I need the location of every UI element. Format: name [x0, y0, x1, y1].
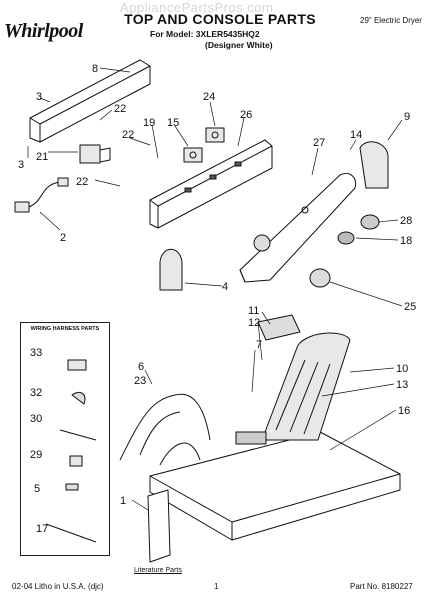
- callout-number: 29: [30, 449, 42, 461]
- callout-number: 11: [248, 305, 259, 317]
- callout-number: 21: [36, 151, 48, 163]
- callout-number: 2: [60, 232, 66, 244]
- wiring-harness-inset: [20, 322, 110, 556]
- internal-harness-drawing: [119, 393, 211, 466]
- rear-bracket-drawing: [29, 59, 151, 143]
- end-cap-drawing: [159, 141, 389, 291]
- callout-number: 12: [248, 317, 260, 329]
- callout-number: 28: [400, 215, 412, 227]
- callout-number: 9: [404, 111, 410, 123]
- callout-number: 27: [313, 137, 325, 149]
- footer-page-number: 1: [214, 582, 219, 591]
- callout-number: 1: [120, 495, 126, 507]
- watermark-text: AppliancePartsPros.com: [120, 0, 274, 15]
- callout-number: 33: [30, 347, 42, 359]
- leader-lines: [27, 67, 403, 511]
- footer-print-info: 02-04 Litho in U.S.A. (djc): [12, 582, 104, 591]
- callout-number: 22: [122, 129, 134, 141]
- switch-drawing: [183, 127, 225, 163]
- callout-number: 4: [222, 281, 228, 293]
- callout-number: 8: [92, 63, 98, 75]
- inset-parts-drawing: [45, 359, 97, 543]
- callout-number: 26: [240, 109, 252, 121]
- wiring-harness-title: WIRING HARNESS PARTS: [30, 326, 100, 332]
- callout-number: 22: [76, 176, 88, 188]
- console-panel-drawing: [149, 139, 273, 229]
- callout-number: 24: [203, 91, 215, 103]
- footer-part-number: Part No. 8180227: [350, 582, 413, 591]
- callout-number: 19: [143, 117, 155, 129]
- callout-number: 23: [134, 375, 146, 387]
- callout-number: 3: [18, 159, 24, 171]
- callout-number: 32: [30, 387, 42, 399]
- callout-number: 16: [398, 405, 410, 417]
- callout-number: 17: [36, 523, 48, 535]
- model-line: For Model: 3XLER5435HQ2: [150, 29, 260, 39]
- literature-drawing: [147, 489, 171, 563]
- callout-number: 15: [167, 117, 179, 129]
- harness-drawing: [14, 177, 69, 213]
- callout-number: 25: [404, 301, 416, 313]
- product-label: 29" Electric Dryer: [360, 16, 422, 25]
- top-panel-drawing: [149, 431, 401, 541]
- callout-layer: 8322222132415192614927281822242511121013…: [18, 63, 416, 535]
- callout-number: 22: [114, 103, 126, 115]
- console-shell-drawing: [239, 173, 357, 283]
- callout-number: 7: [256, 339, 262, 351]
- callout-number: 10: [396, 363, 408, 375]
- callout-number: 30: [30, 413, 42, 425]
- literature-parts-label: Literature Parts: [134, 567, 182, 574]
- callout-number: 13: [396, 379, 408, 391]
- callout-number: 5: [34, 483, 40, 495]
- timer-drawing: [79, 144, 111, 164]
- callout-number: 18: [400, 235, 412, 247]
- callout-number: 14: [350, 129, 362, 141]
- finish-line: (Designer White): [205, 40, 273, 50]
- page-title: TOP AND CONSOLE PARTS: [124, 11, 316, 27]
- brand-logo: Whirlpool: [4, 20, 83, 42]
- callout-number: 6: [138, 361, 144, 373]
- callout-number: 3: [36, 91, 42, 103]
